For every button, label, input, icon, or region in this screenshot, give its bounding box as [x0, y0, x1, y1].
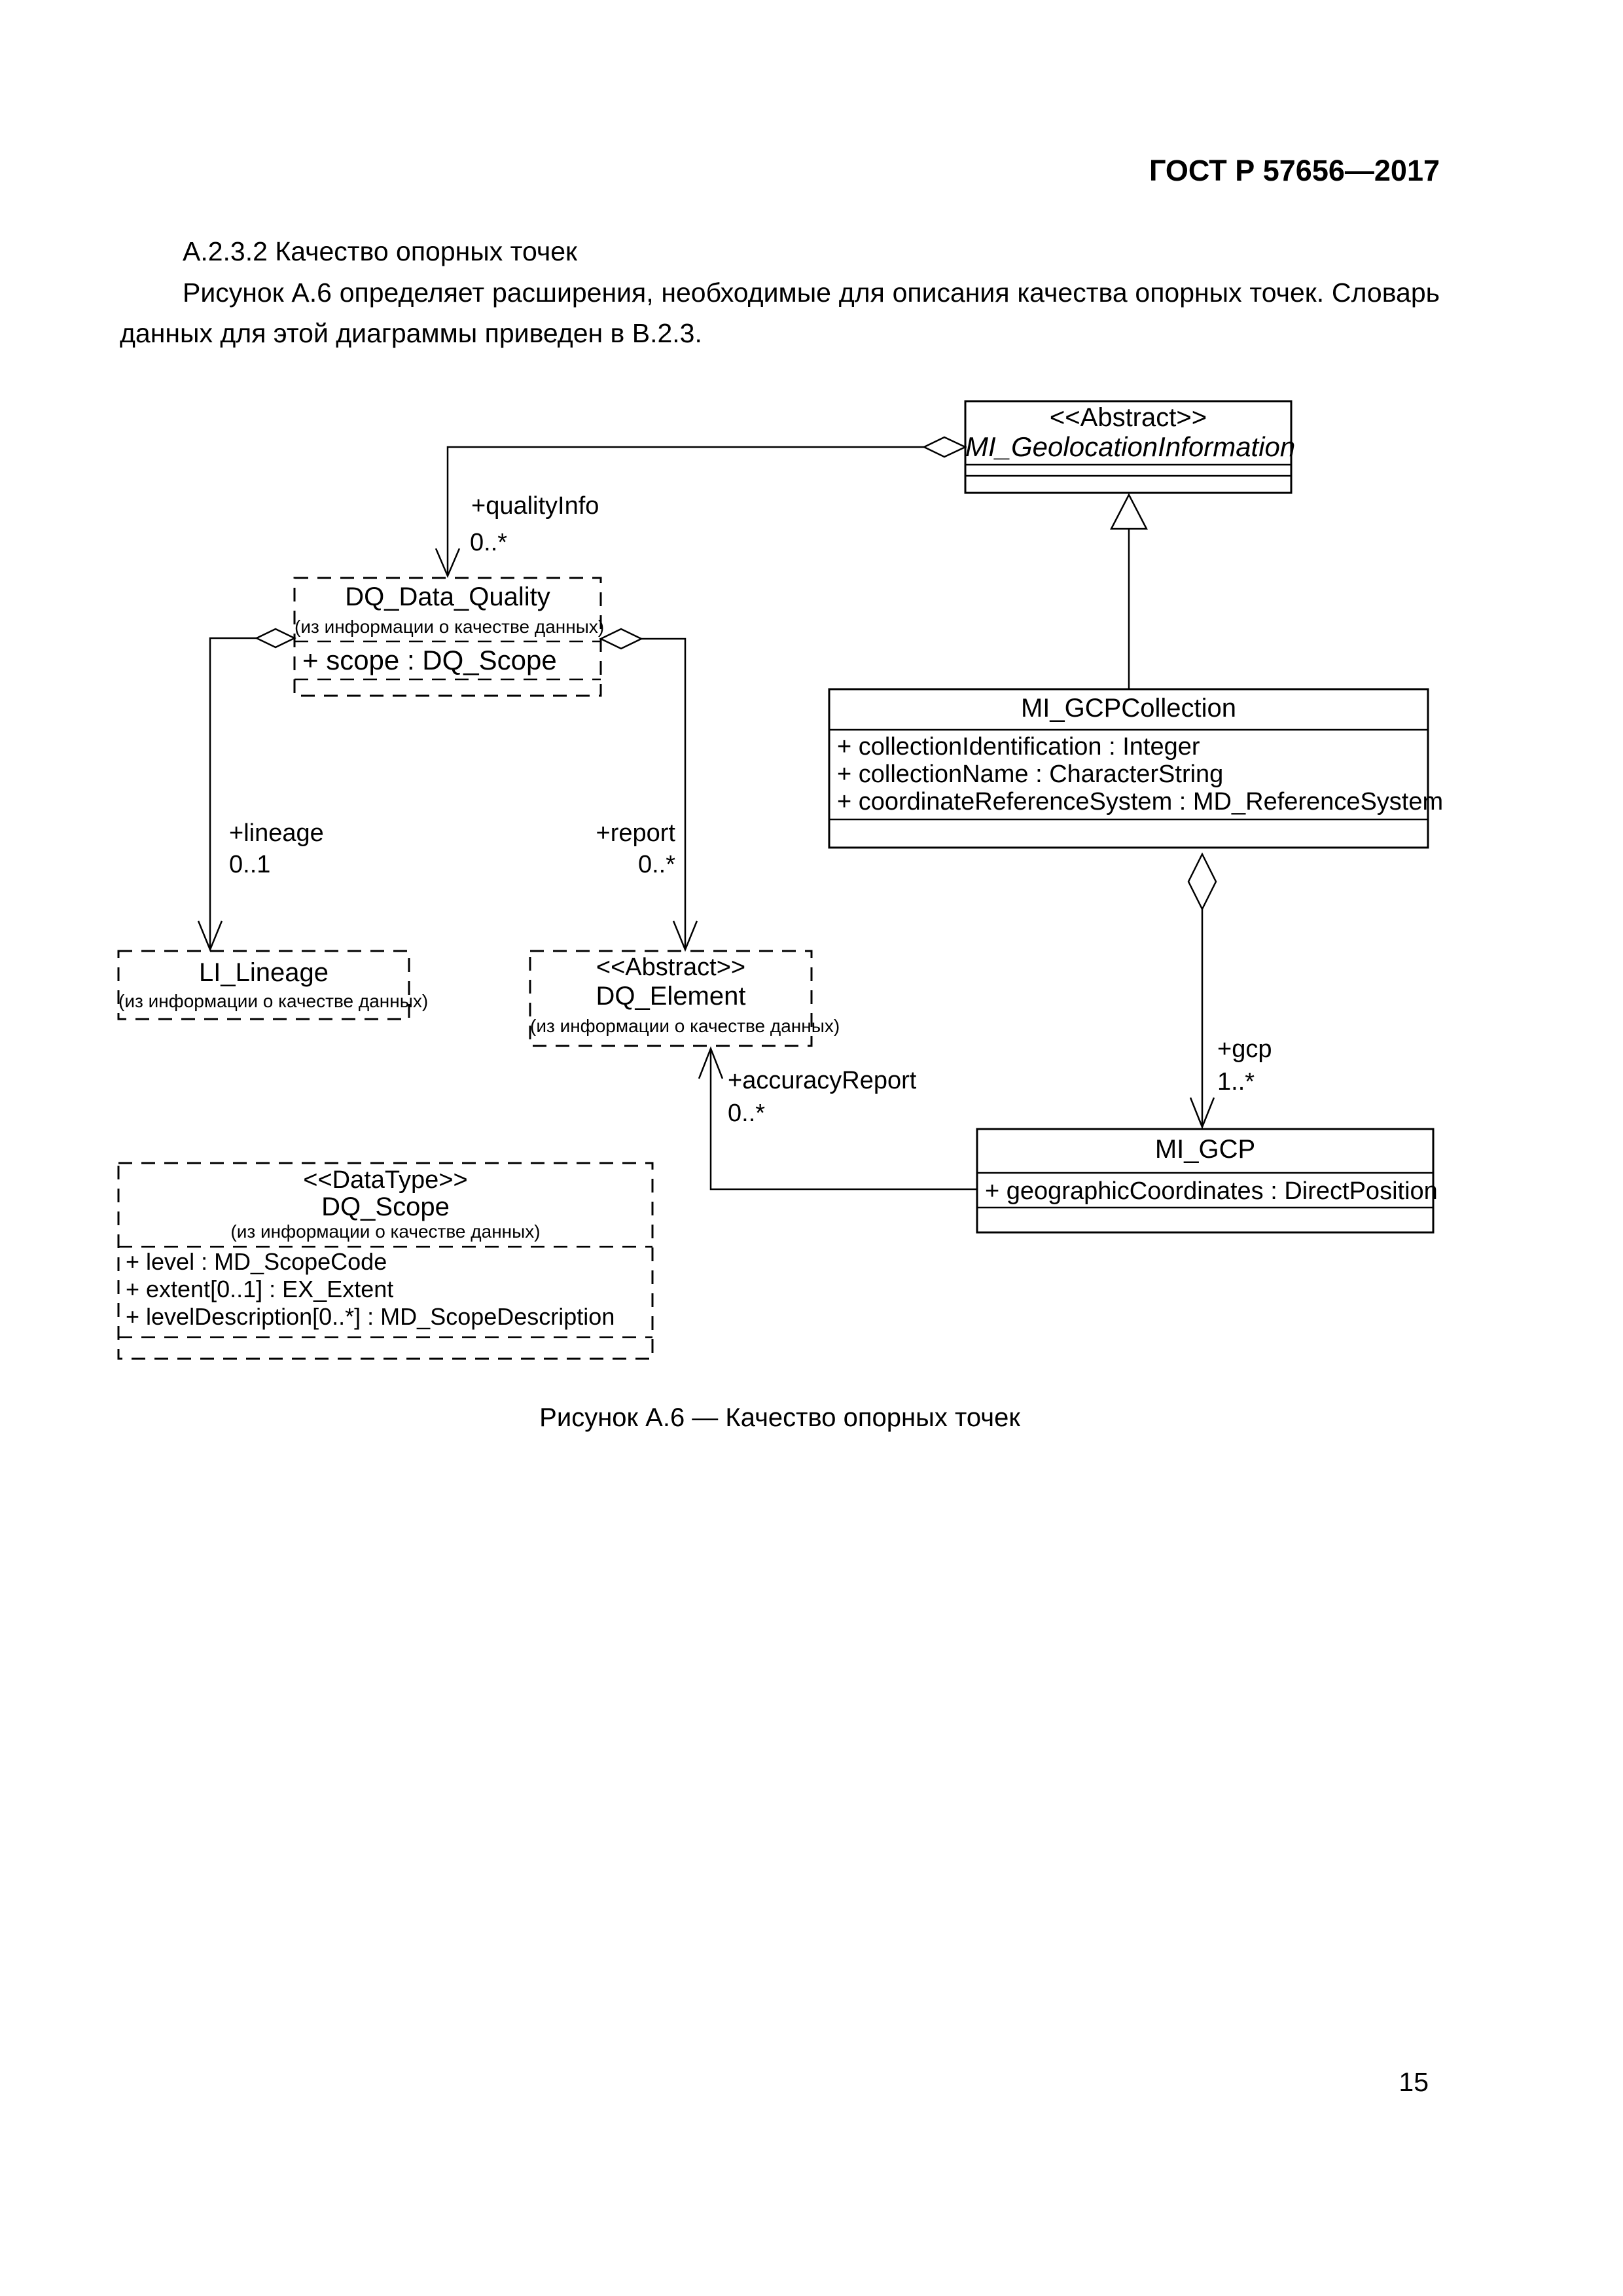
class-attribute: + levelDescription[0..*] : MD_ScopeDescr… [126, 1303, 615, 1330]
class-title-mi-gcp: MI_GCP [1154, 1135, 1256, 1164]
generalization-triangle-icon [1109, 493, 1149, 530]
association-line-lineage [209, 637, 257, 948]
class-title-dq-scope: DQ_Scope [321, 1193, 450, 1221]
class-box-li-lineage [117, 950, 410, 1020]
class-title-dq-data-quality: DQ_Data_Quality [345, 583, 550, 611]
multiplicity-label-accuracy-report: 0..* [728, 1100, 766, 1127]
open-arrowhead-icon [1189, 1097, 1215, 1130]
association-line-report [641, 637, 687, 948]
class-attribute: + collectionIdentification : Integer [837, 733, 1200, 761]
class-attribute: + scope : DQ_Scope [302, 645, 557, 675]
class-origin-note: (из информации о качестве данных) [230, 1221, 541, 1242]
aggregation-diamond-icon [1187, 852, 1217, 911]
class-title-mi-geolocation-information: MI_GeolocationInformation [965, 431, 1296, 462]
open-arrowhead-icon [435, 548, 461, 579]
open-arrowhead-icon [698, 1046, 724, 1079]
class-stereotype: <<Abstract>> [1049, 403, 1207, 432]
class-attribute: + geographicCoordinates : DirectPosition [985, 1177, 1438, 1205]
association-role-label-accuracy-report: +accuracyReport [728, 1067, 917, 1094]
association-role-label-gcp: +gcp [1217, 1035, 1272, 1063]
aggregation-diamond-icon [255, 628, 296, 649]
class-box-mi-gcp [976, 1128, 1435, 1234]
class-stereotype: <<Abstract>> [596, 954, 746, 981]
class-box-dq-data-quality [293, 577, 602, 697]
class-attribute: + extent[0..1] : EX_Extent [126, 1276, 394, 1302]
class-stereotype: <<DataType>> [303, 1166, 468, 1194]
open-arrowhead-icon [197, 920, 223, 952]
class-origin-note: (из информации о качестве данных) [294, 617, 605, 637]
class-box-dq-scope [117, 1162, 654, 1360]
class-origin-note: (из информации о качестве данных) [118, 991, 429, 1011]
class-title-li-lineage: LI_Lineage [199, 958, 329, 987]
class-origin-note: (из информации о качестве данных) [530, 1016, 840, 1036]
association-line-accuracy-report [709, 1049, 977, 1191]
multiplicity-label-report: 0..* [637, 851, 675, 878]
open-arrowhead-icon [672, 920, 698, 952]
body-paragraph: Рисунок А.6 определяет расширения, необх… [120, 278, 1440, 348]
multiplicity-label-lineage: 0..1 [229, 851, 271, 878]
page-number: 15 [1399, 2067, 1429, 2097]
class-box-dq-element [529, 950, 813, 1047]
association-role-label-lineage: +lineage [229, 819, 324, 847]
class-attribute: + collectionName : CharacterString [837, 761, 1224, 788]
section-heading: А.2.3.2 Качество опорных точек [183, 236, 577, 266]
class-title-mi-gcp-collection: MI_GCPCollection [1020, 694, 1236, 723]
page-header: ГОСТ Р 57656—2017 [1149, 154, 1440, 187]
class-title-dq-element: DQ_Element [596, 982, 746, 1011]
association-line-quality-info [446, 446, 924, 575]
association-role-label-quality-info: +qualityInfo [471, 492, 599, 520]
figure-caption: Рисунок А.6 — Качество опорных точек [539, 1403, 1020, 1432]
multiplicity-label-quality-info: 0..* [470, 529, 508, 556]
aggregation-diamond-icon [599, 628, 643, 650]
aggregation-diamond-icon [922, 436, 967, 458]
multiplicity-label-gcp: 1..* [1217, 1068, 1255, 1096]
association-role-label-report: +report [596, 819, 675, 847]
class-attribute: + level : MD_ScopeCode [126, 1248, 387, 1275]
class-attribute: + coordinateReferenceSystem : MD_Referen… [837, 788, 1444, 816]
